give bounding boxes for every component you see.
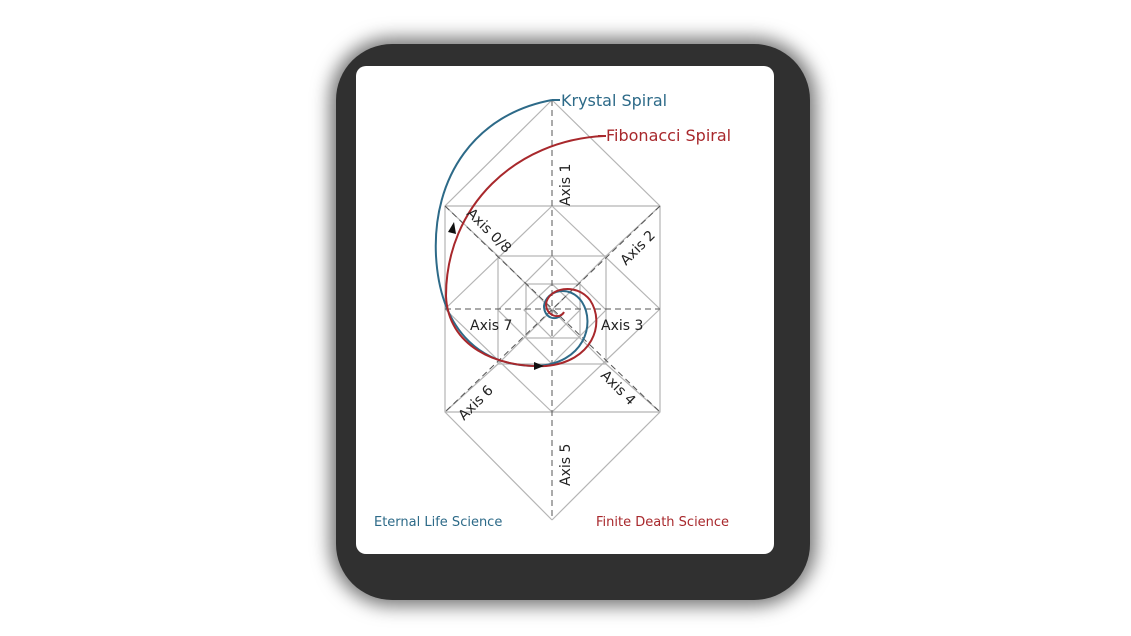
fibonacci-spiral-label: Fibonacci Spiral: [606, 126, 731, 145]
axis-lines: [444, 100, 661, 520]
eternal-life-label: Eternal Life Science: [374, 515, 502, 530]
axis-2-label: Axis 2: [618, 228, 659, 269]
krystal-spiral-label: Krystal Spiral: [561, 91, 667, 110]
arrow-icon: [448, 222, 456, 234]
finite-death-label: Finite Death Science: [596, 515, 729, 530]
axis-1-label: Axis 1: [558, 164, 574, 206]
axis-5-label: Axis 5: [558, 444, 574, 486]
arrow-icon: [534, 362, 544, 370]
axis-7-label: Axis 7: [470, 318, 512, 334]
spiral-diagram: Krystal Spiral Fibonacci Spiral Axis 1 A…: [374, 91, 731, 530]
axis-3-label: Axis 3: [601, 318, 643, 334]
axis-6-label: Axis 6: [456, 382, 497, 423]
fibonacci-spiral-curve: [444, 135, 605, 368]
diagram-panel: Krystal Spiral Fibonacci Spiral Axis 1 A…: [356, 66, 774, 554]
